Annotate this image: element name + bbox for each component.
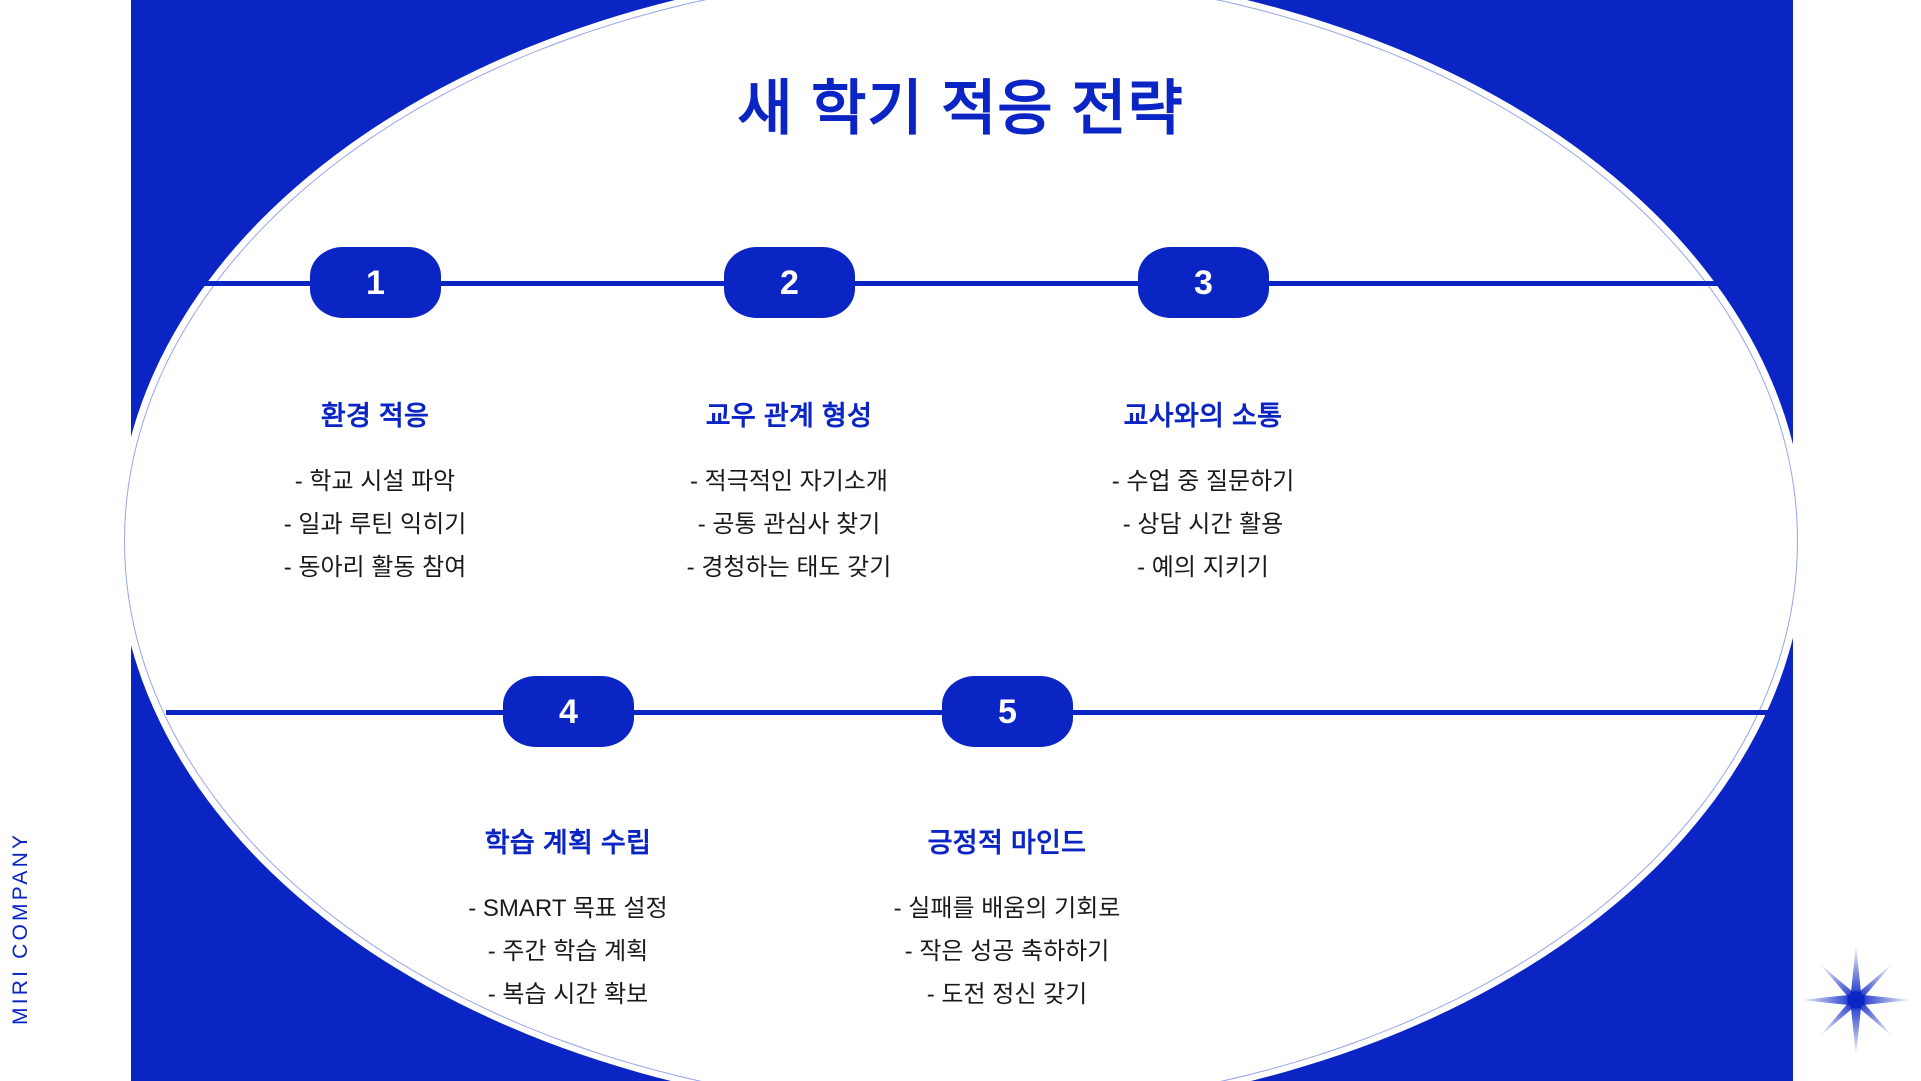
step-item: - 예의 지키기	[1137, 554, 1269, 582]
step-badge-1[interactable]: 1	[310, 247, 441, 318]
step-badge-3[interactable]: 3	[1138, 247, 1269, 318]
step-badge-2[interactable]: 2	[724, 247, 855, 318]
step-item: - 동아리 활동 참여	[283, 554, 467, 582]
step-items-1: - 학교 시설 파악 - 일과 루틴 익히기 - 동아리 활동 참여	[195, 460, 555, 589]
step-heading-2: 교우 관계 형성	[705, 401, 873, 431]
step-items-3: - 수업 중 질문하기 - 상담 시간 활용 - 예의 지키기	[1023, 460, 1383, 589]
sparkle-star-icon	[1799, 943, 1913, 1057]
step-item: - SMART 목표 설정	[468, 895, 668, 923]
step-heading-5: 긍정적 마인드	[927, 828, 1087, 858]
brand-name-vertical: MIRI COMPANY	[9, 831, 32, 1025]
step-block-4: 학습 계획 수립 - SMART 목표 설정 - 주간 학습 계획 - 복습 시…	[388, 827, 748, 1016]
step-heading-4: 학습 계획 수립	[484, 828, 652, 858]
step-item: - 일과 루틴 익히기	[283, 511, 467, 539]
step-heading-1: 환경 적응	[320, 401, 430, 431]
step-items-5: - 실패를 배움의 기회로 - 작은 성공 축하하기 - 도전 정신 갖기	[827, 887, 1187, 1016]
step-item: - 적극적인 자기소개	[690, 468, 888, 496]
step-badge-5[interactable]: 5	[942, 676, 1073, 747]
step-item: - 수업 중 질문하기	[1111, 468, 1295, 496]
step-block-1: 환경 적응 - 학교 시설 파악 - 일과 루틴 익히기 - 동아리 활동 참여	[195, 400, 555, 589]
background-ellipse-outline	[124, 0, 1798, 1081]
step-items-4: - SMART 목표 설정 - 주간 학습 계획 - 복습 시간 확보	[388, 887, 748, 1016]
step-item: - 작은 성공 축하하기	[904, 938, 1110, 966]
step-item: - 학교 시설 파악	[294, 468, 456, 496]
step-item: - 경청하는 태도 갖기	[686, 554, 892, 582]
step-item: - 도전 정신 갖기	[926, 981, 1088, 1009]
step-item: - 주간 학습 계획	[487, 938, 649, 966]
step-block-2: 교우 관계 형성 - 적극적인 자기소개 - 공통 관심사 찾기 - 경청하는 …	[609, 400, 969, 589]
step-badge-4[interactable]: 4	[503, 676, 634, 747]
timeline-rail-top	[186, 281, 1774, 286]
step-block-3: 교사와의 소통 - 수업 중 질문하기 - 상담 시간 활용 - 예의 지키기	[1023, 400, 1383, 589]
step-item: - 상담 시간 활용	[1122, 511, 1284, 539]
step-items-2: - 적극적인 자기소개 - 공통 관심사 찾기 - 경청하는 태도 갖기	[609, 460, 969, 589]
step-block-5: 긍정적 마인드 - 실패를 배움의 기회로 - 작은 성공 축하하기 - 도전 …	[827, 827, 1187, 1016]
step-heading-3: 교사와의 소통	[1123, 401, 1283, 431]
step-item: - 복습 시간 확보	[487, 981, 649, 1009]
brand-sidebar: MIRI COMPANY	[0, 0, 131, 1081]
step-item: - 실패를 배움의 기회로	[893, 895, 1121, 923]
step-item: - 공통 관심사 찾기	[697, 511, 881, 539]
page-title: 새 학기 적응 전략	[737, 75, 1184, 142]
